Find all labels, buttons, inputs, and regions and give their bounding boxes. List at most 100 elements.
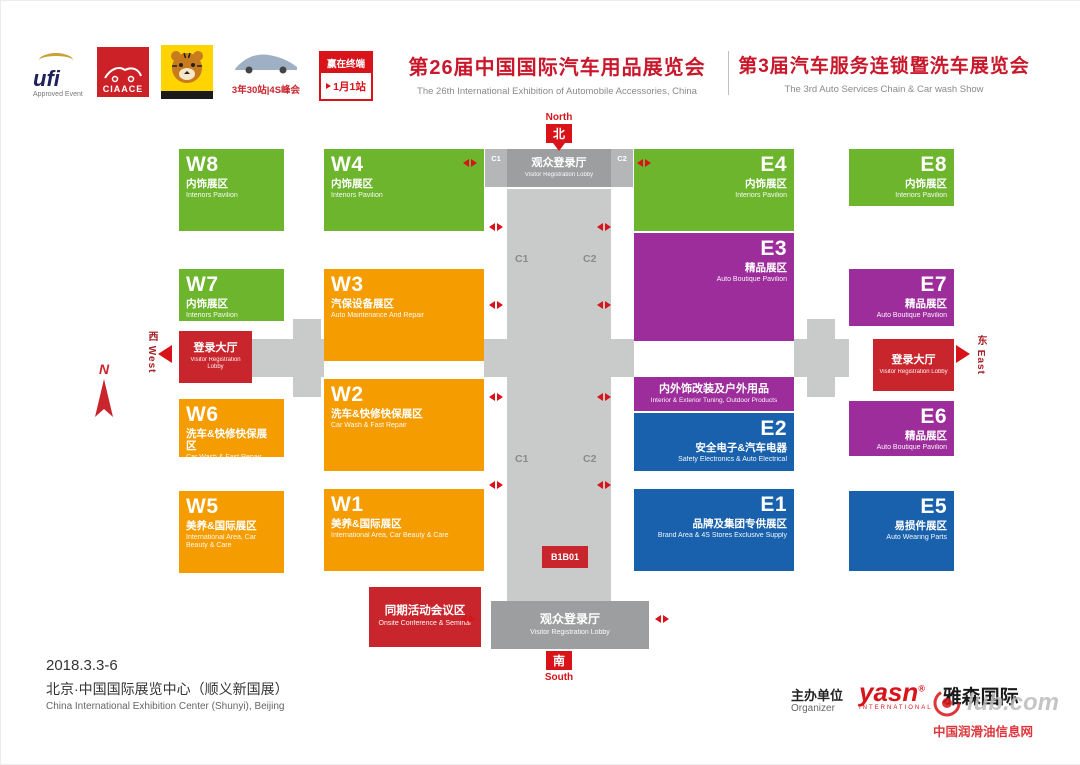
yasn-logo: yasn® INTERNATIONAL 雅森国际	[859, 679, 1019, 711]
hall-e1: E1 品牌及集团专供展区 Brand Area & 4S Stores Excl…	[634, 489, 794, 571]
hall-name-en: Interiors Pavilion	[735, 192, 787, 200]
corridor-west-stub	[293, 319, 321, 397]
organizer-label-cn: 主办单位	[791, 688, 844, 703]
entrance-arrow-icon	[461, 615, 475, 623]
entrance-arrow-icon	[637, 159, 651, 167]
hall-id: W8	[186, 153, 219, 176]
c1-floor-label-2: C1	[515, 453, 529, 465]
hall-id: W5	[186, 495, 219, 518]
organizer-label-en: Organizer	[791, 703, 835, 714]
hall-name-en: Auto Boutique Pavilion	[876, 444, 947, 452]
mini-arrow-icon	[326, 83, 332, 89]
tiger-logo	[161, 45, 213, 99]
hall-name-cn: 精品展区	[745, 262, 787, 274]
corridor-block-c2: C2	[611, 149, 633, 187]
title-right-en: The 3rd Auto Services Chain & Car wash S…	[784, 84, 984, 95]
hall-name-en: Brand Area & 4S Stores Exclusive Supply	[657, 532, 787, 540]
b1b01-block: B1B01	[542, 546, 588, 568]
hall-id: W7	[186, 273, 219, 296]
hall-w8: W8 内饰展区 Interiors Pavilion	[179, 149, 284, 231]
entrance-arrow-icon	[655, 615, 669, 623]
hall-name-en: Auto Wearing Parts	[886, 534, 947, 542]
corridor-block-c1: C1	[485, 149, 507, 187]
hall-w7: W7 内饰展区 Interiors Pavilion	[179, 269, 284, 321]
venue-name-cn: 北京·中国国际展览中心（顺义新国展）	[46, 681, 289, 697]
yasn-logo-subtext: INTERNATIONAL	[859, 705, 933, 711]
hall-name-en: Auto Maintenance And Repair	[331, 312, 425, 320]
hall-id: E1	[760, 493, 787, 516]
yasn-logo-cn: 雅森国际	[942, 686, 1019, 708]
watermark-domain: lub.com	[967, 689, 1060, 716]
hall-id: W6	[186, 403, 219, 426]
c2-floor-label: C2	[583, 253, 597, 265]
car-doodle-icon	[104, 67, 142, 83]
entrance-arrow-icon	[463, 159, 477, 167]
corridor-center-east-link	[611, 339, 634, 377]
hall-name-en: Interiors Pavilion	[895, 192, 947, 200]
hall-e4: E4 内饰展区 Interiors Pavilion	[634, 149, 794, 231]
hall-w2: W2 洗车&快修快保展区 Car Wash & Fast Repair	[324, 379, 484, 471]
ciaace-logo: CIAACE	[97, 47, 149, 97]
hall-id: E6	[920, 405, 947, 428]
title-divider	[728, 51, 729, 95]
corridor-east-stub	[807, 319, 835, 397]
compass-n-label: N	[98, 361, 110, 377]
west-direction-label: 西 West	[146, 331, 157, 374]
hall-id: E8	[920, 153, 947, 176]
title-right: 第3届汽车服务连锁暨洗车展览会 The 3rd Auto Services Ch…	[738, 51, 1030, 95]
hall-name-en: Interiors Pavilion	[186, 312, 238, 320]
c2-label: C2	[617, 154, 627, 163]
lobby-name-cn: 观众登录厅	[531, 157, 587, 170]
ufi-logo: ufi Approved Event	[33, 53, 83, 98]
hall-name-cn: 洗车&快修快保展区	[186, 428, 268, 453]
summit-logo: 3年30站|4S峰会	[223, 49, 309, 96]
hall-name-en: Car Wash & Fast Repair	[331, 422, 407, 430]
north-pin-cn: 北	[552, 127, 565, 141]
west-registration-lobby: 登录大厅 Visitor Registration Lobby	[179, 331, 252, 383]
hall-id: W4	[331, 153, 364, 176]
summit-logo-text: 3年30站|4S峰会	[231, 85, 301, 96]
win-terminal-logo: 赢在终端 1月1站	[319, 51, 373, 101]
watermark-site-name: 中国润滑油信息网	[933, 725, 1034, 739]
south-label: South	[544, 672, 574, 683]
conference-name-cn: 同期活动会议区	[384, 605, 466, 618]
hall-name-en: Safety Electronics & Auto Electrical	[678, 456, 787, 464]
conference-name-en: Onsite Conference & Seminar	[378, 620, 472, 628]
south-pin: 南	[546, 651, 572, 670]
hall-name-cn: 内饰展区	[186, 178, 228, 190]
hall-id: E7	[920, 273, 947, 296]
c1-label: C1	[491, 154, 501, 163]
hall-name-cn: 美养&国际展区	[186, 520, 257, 532]
hall-name-en: International Area, Car Beauty & Care	[331, 532, 449, 540]
entrance-arrow-icon	[489, 481, 503, 489]
tiger-logo-banner	[161, 91, 213, 99]
tiger-face-icon	[171, 51, 203, 83]
hall-e5: E5 易损件展区 Auto Wearing Parts	[849, 491, 954, 571]
hall-w6: W6 洗车&快修快保展区 Car Wash & Fast Repair	[179, 399, 284, 457]
hall-name-cn: 安全电子&汽车电器	[695, 442, 787, 454]
west-entrance-arrow-icon	[158, 345, 172, 363]
lobby-name-en: Visitor Registration Lobby	[524, 171, 594, 178]
hall-e2: E2 安全电子&汽车电器 Safety Electronics & Auto E…	[634, 413, 794, 471]
hall-e8: E8 内饰展区 Interiors Pavilion	[849, 149, 954, 206]
title-left-en: The 26th International Exhibition of Aut…	[417, 86, 697, 97]
venue-name-en: China International Exhibition Center (S…	[46, 701, 285, 712]
title-right-cn: 第3届汽车服务连锁暨洗车展览会	[738, 56, 1030, 77]
entrance-arrow-icon	[597, 481, 611, 489]
south-pin-cn: 南	[552, 654, 565, 668]
hall-id: W1	[331, 493, 364, 516]
hall-name-cn: 洗车&快修快保展区	[331, 408, 423, 420]
hall-name-cn: 汽保设备展区	[331, 298, 394, 310]
strip-name-cn: 内外饰改装及户外用品	[659, 382, 769, 395]
compass: N	[89, 361, 119, 428]
hall-e3: E3 精品展区 Auto Boutique Pavilion	[634, 233, 794, 341]
ufi-logo-text: ufi	[33, 66, 60, 91]
lobby-name-cn: 观众登录厅	[539, 611, 600, 626]
hall-w4: W4 内饰展区 Interiors Pavilion	[324, 149, 484, 231]
south-registration-lobby: 观众登录厅 Visitor Registration Lobby	[491, 601, 649, 649]
east-entrance-arrow-icon	[956, 345, 970, 363]
entrance-arrow-icon	[489, 301, 503, 309]
ufi-arc-icon	[39, 53, 73, 68]
hall-id: E4	[760, 153, 787, 176]
win-logo-top-text: 赢在终端	[321, 53, 371, 73]
